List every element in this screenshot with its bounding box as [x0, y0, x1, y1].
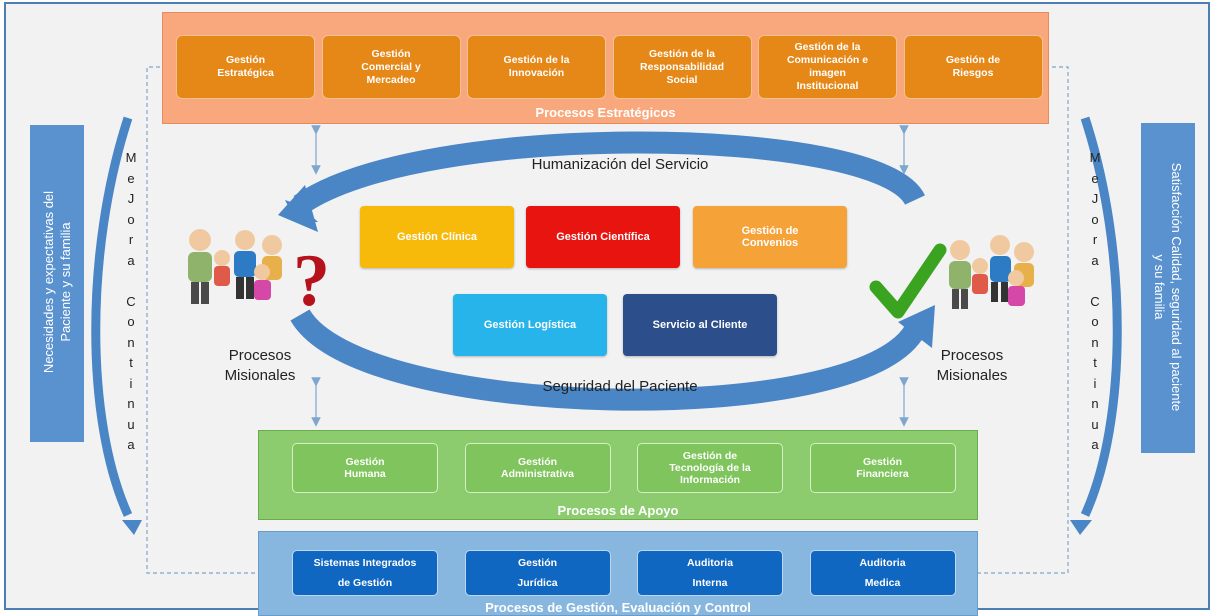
left-sidebar-text: Necesidades y expectativas del Paciente … — [41, 190, 73, 374]
mejora-letter: e — [127, 170, 135, 186]
right-sidebar-text: Satisfacción Calidad, seguridad al pacie… — [1152, 162, 1184, 412]
missional-process-box: Gestión de Convenios — [693, 206, 847, 268]
mejora-letter: M — [125, 150, 137, 165]
bottom-arrowhead — [898, 305, 935, 348]
vertical-link-arrows — [311, 125, 909, 427]
mejora-letter: a — [127, 437, 135, 452]
family-icon-right — [949, 235, 1034, 309]
missional-process-box: Gestión Logística — [453, 294, 607, 356]
missional-process-box: Gestión Clínica — [360, 206, 514, 268]
missional-label-right: Procesos Misionales — [936, 347, 1008, 384]
humanization-text: Humanización del Servicio — [531, 156, 709, 173]
mejora-letter: u — [1091, 416, 1099, 432]
missional-process-box: Gestión Científica — [526, 206, 680, 268]
mejora-letter: C — [1090, 293, 1100, 309]
control-process-box: Gestión Jurídica — [464, 550, 611, 596]
missional-process-box: Servicio al Cliente — [623, 294, 777, 356]
mejora-letter: n — [127, 334, 135, 350]
left-side-curve-arrow — [91, 116, 133, 517]
control-process-box: Sistemas Integrados de Gestión — [292, 550, 438, 596]
strategic-process-box: Gestión de Riesgos — [903, 35, 1043, 99]
bottom-curve-arrow — [290, 308, 925, 411]
mejora-letter: t — [129, 355, 133, 370]
strategic-processes-label: Procesos Estratégicos — [535, 105, 676, 120]
support-process-box: Gestión Financiera — [809, 443, 956, 493]
mejora-letter: M — [1089, 150, 1101, 165]
mejora-letter: r — [128, 232, 134, 247]
left-dashed-connector — [146, 66, 258, 574]
mejora-letter: J — [127, 191, 135, 206]
support-process-box: Gestión Administrativa — [464, 443, 611, 493]
mejora-letter: a — [127, 252, 135, 268]
mejora-letter: a — [1091, 437, 1099, 452]
support-process-box: Gestión de Tecnología de la Información — [637, 443, 783, 493]
missional-label-left: Procesos Misionales — [224, 347, 296, 384]
strategic-process-box: Gestión de la Innovación — [467, 35, 606, 99]
strategic-process-box: Gestión de la Comunicación e imagen Inst… — [758, 35, 897, 99]
right-side-curve-arrow — [1080, 116, 1122, 517]
mejora-letter: t — [1093, 355, 1097, 370]
top-curve-arrow — [293, 131, 925, 215]
left-sidebar-needs: Necesidades y expectativas del Paciente … — [30, 125, 84, 442]
strategic-process-box: Gestión Estratégica — [176, 35, 315, 99]
mejora-letter: n — [127, 396, 135, 411]
mejora-letter: C — [126, 293, 136, 309]
mejora-letter: a — [1091, 252, 1099, 268]
mejora-letter: n — [1091, 334, 1099, 350]
right-sidebar-satisfaction: Satisfacción Calidad, seguridad al pacie… — [1141, 123, 1195, 453]
mejora-letter: i — [1093, 375, 1097, 391]
patient-safety-text: Seguridad del Paciente — [542, 378, 698, 395]
family-icon-left — [188, 229, 282, 304]
mejora-letter: o — [127, 211, 135, 227]
support-process-box: Gestión Humana — [292, 443, 438, 493]
check-icon — [869, 243, 947, 319]
question-mark-icon: ? — [293, 240, 330, 322]
control-process-box: Auditoria Medica — [809, 550, 956, 596]
support-processes-label: Procesos de Apoyo — [557, 503, 679, 518]
mejora-letter: r — [1092, 232, 1098, 247]
control-processes-band: Sistemas Integrados de Gestión Gestión Ju… — [258, 531, 978, 616]
mejora-letter: o — [1091, 314, 1099, 329]
mejora-letter: i — [129, 375, 133, 391]
control-processes-label: Procesos de Gestión, Evaluación y Contro… — [485, 600, 751, 615]
strategic-process-box: Gestión Comercial y Mercadeo — [321, 35, 461, 99]
control-process-box: Auditoria Interna — [637, 550, 783, 596]
support-processes-band: Gestión Humana Gestión Administrativa Gest… — [258, 430, 978, 520]
mejora-letter: o — [127, 314, 135, 329]
mejora-letter: n — [1091, 396, 1099, 411]
mejora-letter: J — [1091, 191, 1099, 206]
mejora-letter: e — [1091, 170, 1099, 186]
mejora-letter: u — [127, 416, 135, 432]
mejora-letter: o — [1091, 211, 1099, 227]
top-arrowhead — [278, 185, 318, 232]
strategic-process-box: Gestión de la Responsabilidad Social — [612, 35, 752, 99]
right-dashed-connector — [978, 66, 1069, 574]
